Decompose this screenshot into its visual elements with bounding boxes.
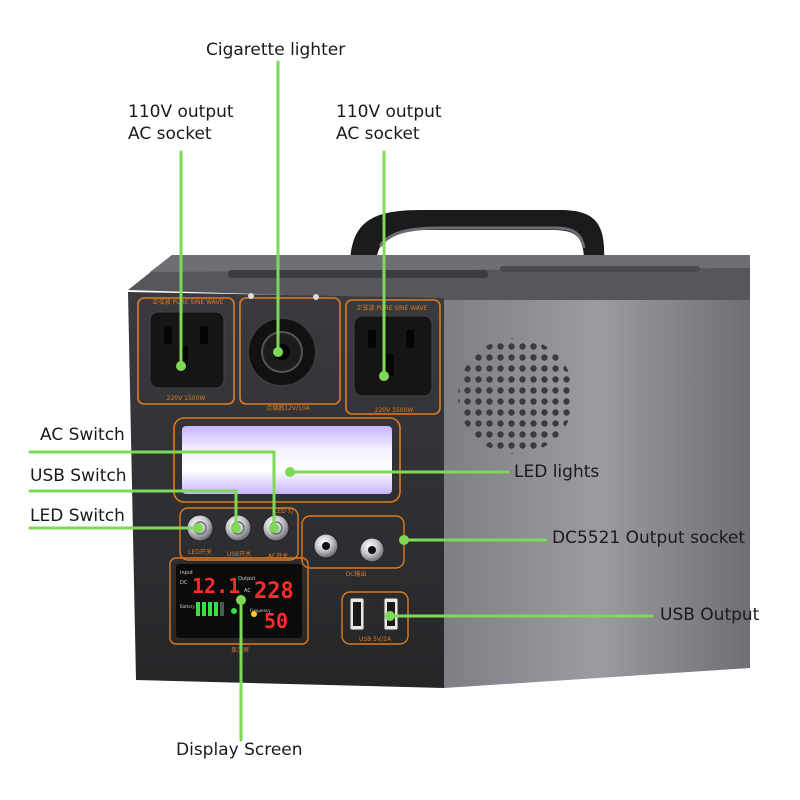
- callout-ac-switch: AC Switch: [40, 424, 125, 446]
- display-input-value: 12.1: [192, 574, 240, 598]
- callout-usb-output: USB Output: [660, 604, 759, 626]
- usb-rating: USB 5V/2A: [359, 636, 392, 643]
- battery-bars-icon: [196, 602, 224, 616]
- leader-lines: [28, 60, 654, 742]
- carry-handle: [350, 210, 605, 262]
- socket-header-left: 正弦波 PURE SINE WAVE: [153, 298, 224, 306]
- socket-rating-right: 220V 1500W: [375, 407, 414, 414]
- socket-header-right: 正弦波 PURE SINE WAVE: [357, 304, 428, 312]
- callout-ac-socket-left: 110V output AC socket: [128, 101, 234, 145]
- display-battery-label: Battery: [180, 604, 195, 609]
- lighter-rating: 点烟器12V/10A: [266, 404, 310, 412]
- callout-text: Display Screen: [176, 740, 303, 760]
- callout-text: AC socket: [128, 124, 212, 144]
- status-dot-yellow: [251, 611, 257, 617]
- switch-led-label: LED开关: [188, 548, 212, 556]
- status-dot-green: [231, 608, 237, 614]
- leader-usb-switch: [28, 489, 238, 530]
- display-ac-label: AC: [244, 588, 251, 594]
- leader-ac-switch: [28, 450, 276, 530]
- callout-text: AC socket: [336, 124, 420, 144]
- switch-usb-label: USB开关: [227, 550, 251, 558]
- callout-ac-socket-right: 110V output AC socket: [336, 101, 442, 145]
- switch-group: LED开关 USB开关 AC开关: [179, 507, 299, 561]
- socket-rating-left: 220V 1500W: [167, 395, 206, 402]
- callout-usb-switch: USB Switch: [30, 465, 127, 487]
- ac-socket-right: 正弦波 PURE SINE WAVE 220V 1500W: [345, 299, 441, 415]
- switch-ac-label: AC开关: [268, 552, 288, 560]
- led-light-panel: LED 灯: [173, 417, 401, 515]
- leader-dots: [176, 347, 409, 621]
- callout-display-screen: Display Screen: [176, 739, 303, 761]
- dc5521-socket-group: DC输出: [301, 515, 405, 578]
- callout-text: 110V output: [336, 102, 442, 122]
- callout-text: USB Output: [660, 605, 760, 625]
- callout-text: 110V output: [128, 102, 234, 122]
- display-input-label: Input: [180, 570, 193, 576]
- callout-cigarette-lighter: Cigarette lighter: [206, 39, 345, 61]
- display-output-label: Output: [238, 576, 255, 582]
- display-output-value: 228: [254, 579, 294, 604]
- callout-text: USB Switch: [30, 466, 127, 486]
- callout-text: LED lights: [514, 462, 600, 482]
- callout-led-lights: LED lights: [514, 461, 599, 483]
- display-frequency-label: Frequency: [250, 608, 271, 613]
- dc-label: DC输出: [346, 570, 367, 578]
- callout-text: LED Switch: [30, 506, 125, 526]
- callout-text: Cigarette lighter: [206, 40, 346, 60]
- callout-text: AC Switch: [40, 425, 125, 445]
- ac-socket-left: 正弦波 PURE SINE WAVE 220V 1500W: [137, 297, 235, 405]
- display-frequency-value: 50: [264, 609, 288, 633]
- callout-text: DC5521 Output socket: [552, 528, 746, 548]
- speaker-grille: [458, 338, 574, 454]
- callout-dc5521: DC5521 Output socket: [552, 527, 745, 549]
- led-badge: LED 灯: [274, 507, 294, 515]
- callout-led-switch: LED Switch: [30, 505, 125, 527]
- display-dc-label: DC: [180, 580, 188, 586]
